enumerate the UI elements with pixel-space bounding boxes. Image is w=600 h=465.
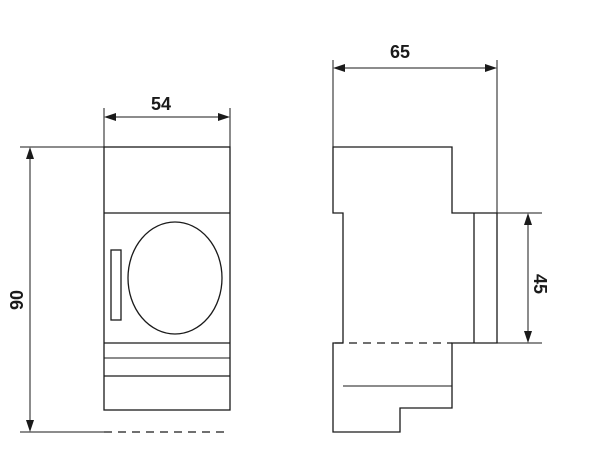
dimension-label-45: 45 xyxy=(530,274,550,294)
dimension-label-90: 90 xyxy=(7,290,27,310)
dimension-side-depth: 65 xyxy=(332,42,498,213)
dimension-rail-height: 45 xyxy=(497,212,550,344)
side-view: 65 45 xyxy=(332,42,550,433)
indicator-window xyxy=(110,249,122,321)
dimension-height: 90 xyxy=(7,146,104,433)
dimension-label-54: 54 xyxy=(151,94,171,114)
dimension-front-width: 54 xyxy=(103,94,231,147)
dimension-label-65: 65 xyxy=(390,42,410,62)
dial-circle xyxy=(127,221,223,335)
front-view: 54 90 xyxy=(7,94,231,433)
